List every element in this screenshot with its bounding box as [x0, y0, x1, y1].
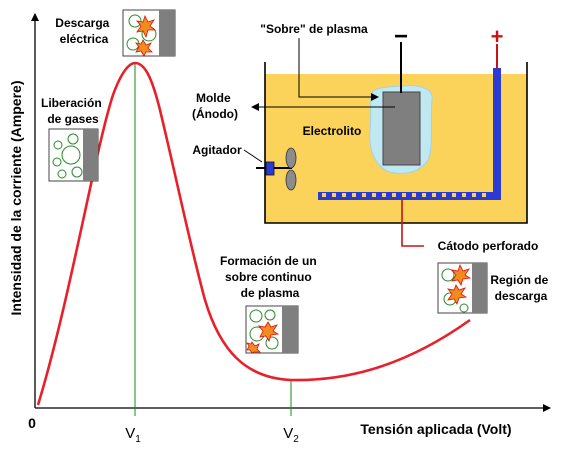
label-region-descarga: Región de descarga	[490, 273, 551, 303]
plus-terminal: +	[491, 24, 504, 49]
label-descarga-electrica: Descarga eléctrica	[55, 16, 112, 46]
agitator-blade-bottom	[285, 169, 297, 191]
origin-label: 0	[28, 415, 36, 431]
axes: Intensidad de la corriente (Ampere) Tens…	[8, 13, 551, 445]
electrolysis-cell: − + Electrolito	[256, 23, 528, 224]
minus-terminal: −	[394, 23, 408, 50]
agitator-blade-top	[285, 147, 297, 169]
v2-label: V2	[283, 425, 299, 445]
inset-discharge-region	[437, 262, 488, 314]
label-liberacion-gases: Liberación de gases	[41, 96, 105, 126]
label-agitador: Agitador	[192, 143, 242, 157]
label-formacion-sobre: Formación de un sobre continuo de plasma	[220, 254, 320, 300]
leader-catodo	[401, 200, 424, 247]
inset-discharge-top	[122, 9, 176, 57]
anode-mold	[382, 91, 421, 166]
leader-agitador	[243, 149, 263, 163]
inset-gas-release	[48, 128, 99, 182]
agitator-motor	[265, 161, 275, 176]
leader-sobre-plasma	[298, 38, 379, 101]
label-electrolito: Electrolito	[303, 124, 362, 138]
cathode-perforations	[322, 193, 486, 197]
label-molde-anodo: Molde (Ánodo)	[192, 91, 238, 121]
v1-label: V1	[125, 425, 141, 445]
label-catodo: Cátodo perforado	[438, 239, 539, 253]
cathode-plate	[318, 192, 501, 200]
tank-walls	[264, 62, 528, 224]
x-axis-label: Tensión aplicada (Volt)	[360, 421, 511, 437]
label-sobre-plasma: "Sobre" de plasma	[260, 22, 368, 36]
cathode-rod	[493, 68, 501, 196]
y-axis-label: Intensidad de la corriente (Ampere)	[8, 81, 24, 316]
inset-plasma-envelope	[245, 305, 299, 354]
